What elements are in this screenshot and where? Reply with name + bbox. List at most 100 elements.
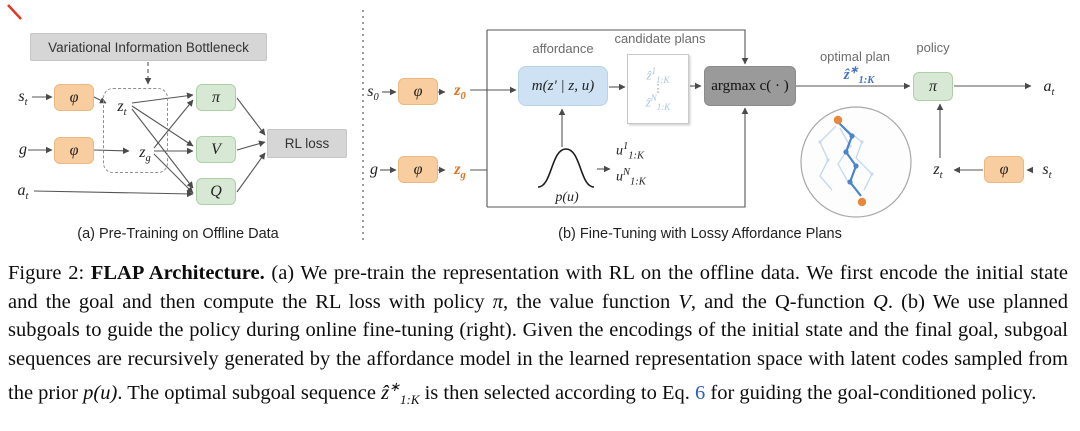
latent-code-1: u11:K	[616, 141, 656, 161]
math-sub: g	[460, 170, 466, 182]
math-base: ẑ	[843, 67, 850, 83]
phi-encoder-state-box-a: φ	[54, 84, 94, 111]
math-sub: 1:K	[656, 75, 670, 85]
caption-text: for guiding the goal-conditioned policy.	[705, 381, 1037, 404]
argmax-expression: argmax c( · )	[711, 77, 789, 94]
q-symbol: Q	[210, 182, 222, 200]
action-t-label-a: at	[12, 182, 34, 202]
math-sub: 0	[373, 92, 379, 104]
goal-label-a: g	[19, 141, 27, 158]
math-sup: 1	[651, 66, 657, 77]
math-sup: 1	[623, 141, 629, 152]
vib-box: Variational Information Bottleneck	[30, 33, 267, 61]
math-base: s	[367, 83, 374, 100]
math-sub: 1:K	[628, 150, 644, 162]
math-sub: 1:K	[656, 101, 671, 112]
caption-text: , and the Q-function	[690, 290, 874, 313]
math-base: z	[933, 161, 940, 178]
candidate-plan-n: ẑN1:K	[646, 93, 671, 112]
optimal-plan-symbol: ẑ∗1:K	[840, 64, 878, 86]
candidate-plans-label: candidate plans	[614, 31, 706, 46]
state-t-label-a: st	[12, 88, 34, 108]
math-base: s	[18, 88, 25, 105]
pi-inline-math: π	[492, 290, 504, 313]
action-t-label-b: at	[1038, 78, 1060, 98]
math-sub: t	[939, 170, 943, 182]
math-sup: N	[623, 167, 631, 178]
math-base: u	[616, 169, 623, 185]
affordance-model-box: m(z′ | z, u)	[518, 66, 608, 106]
policy-label: policy	[916, 40, 950, 55]
q-head-box: Q	[196, 178, 236, 205]
math-sub: 1:K	[858, 75, 875, 86]
red-corner-mark	[7, 4, 22, 20]
math-base: z	[117, 98, 124, 115]
phi-encoder-online-box: φ	[984, 156, 1024, 183]
figure-caption: Figure 2: FLAP Architecture. (a) We pre-…	[0, 252, 1080, 414]
argmax-box: argmax c( · )	[704, 66, 796, 106]
pi-symbol: π	[928, 77, 937, 95]
caption-bold-title: FLAP Architecture.	[90, 262, 265, 284]
rl-loss-box: RL loss	[267, 129, 347, 158]
plan-visualization-circle	[800, 106, 912, 218]
math-sub: 1:K	[630, 176, 646, 188]
caption-text: . The optimal subgoal sequence	[117, 381, 382, 404]
phi-symbol: φ	[999, 160, 1009, 178]
policy-box-b: π	[913, 72, 953, 101]
caption-text: is then selected according to Eq.	[419, 381, 696, 404]
prior-label: p(u)	[555, 190, 579, 205]
math-sub: t	[1051, 87, 1055, 99]
math-sub: t	[25, 191, 29, 203]
phi-symbol: φ	[69, 88, 79, 106]
phi-symbol: φ	[413, 82, 423, 100]
math-base: a	[1043, 78, 1052, 95]
math-base: ẑ	[646, 67, 652, 83]
affordance-model-expression: m(z′ | z, u)	[531, 77, 595, 94]
value-head-box: V	[196, 136, 236, 163]
math-base: a	[17, 182, 26, 199]
math-base: z	[454, 161, 461, 178]
math-sup: ∗	[849, 65, 859, 76]
pi-symbol: π	[211, 88, 220, 106]
flap-architecture-figure: Variational Information Bottleneck st g …	[7, 4, 1060, 242]
zhat-inline-math: ẑ	[381, 381, 390, 404]
zhat-sub: 1:K	[399, 391, 420, 407]
q-inline-math: Q	[873, 290, 888, 313]
math-base: z	[454, 82, 461, 99]
phi-encoder-goal-box-b: φ	[398, 156, 438, 183]
math-base: u	[616, 143, 623, 159]
latent-z-0: z0	[448, 82, 472, 102]
goal-label-b: g	[370, 161, 378, 178]
caption-text: , the value function	[503, 290, 679, 313]
value-inline-math: V	[678, 290, 691, 313]
latent-dashed-box	[103, 88, 168, 173]
latent-z-t-b: zt	[926, 161, 950, 181]
panel-b-caption: (b) Fine-Tuning with Lossy Affordance Pl…	[558, 226, 842, 242]
prior-gaussian-curve	[537, 148, 595, 188]
math-base: z	[139, 144, 146, 161]
rl-loss-label: RL loss	[284, 136, 330, 151]
latent-code-n: uN1:K	[616, 167, 656, 187]
prior-inline-math: p(u)	[83, 381, 118, 404]
math-sub: t	[24, 97, 28, 109]
caption-text: (a) We pre-train the representation with…	[8, 262, 1069, 313]
latent-z-g-a: zg	[133, 144, 157, 164]
phi-encoder-state-box-b: φ	[398, 78, 438, 105]
caption-text: . (b) We use planned subgoals to guide t…	[8, 290, 1068, 404]
state-0-label: s0	[362, 83, 384, 103]
panel-a-caption: (a) Pre-Training on Offline Data	[77, 226, 279, 242]
phi-symbol: φ	[69, 141, 79, 159]
equation-6-link[interactable]: 6	[695, 381, 706, 404]
math-sub: t	[1048, 170, 1052, 182]
phi-symbol: φ	[413, 160, 423, 178]
math-sup: N	[650, 93, 657, 103]
math-base: s	[1042, 161, 1049, 178]
candidate-plan-1: ẑ11:K	[646, 66, 669, 85]
vib-label: Variational Information Bottleneck	[48, 39, 249, 55]
math-sub: g	[145, 153, 151, 165]
candidate-plans-box: ẑ11:K ⋮ ẑN1:K	[627, 54, 689, 124]
latent-z-g-b: zg	[448, 161, 472, 181]
caption-text: Figure 2:	[8, 262, 91, 284]
state-t-label-b: st	[1036, 161, 1058, 181]
value-symbol: V	[211, 140, 221, 158]
